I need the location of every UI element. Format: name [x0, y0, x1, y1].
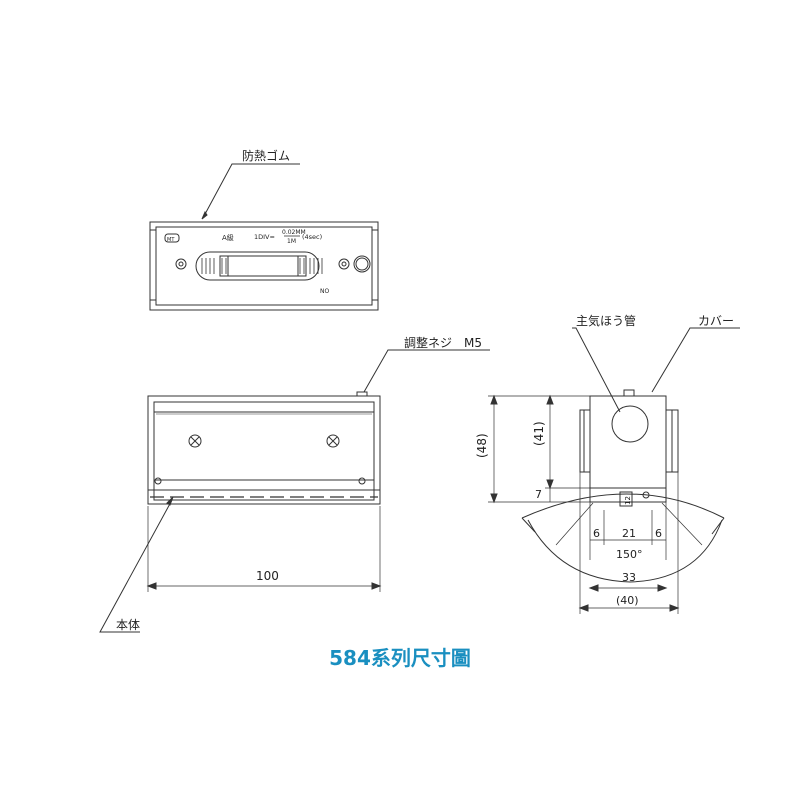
face-division-prefix: 1DIV=	[254, 233, 275, 241]
side-view	[521, 389, 725, 583]
dim-center-width: 21	[622, 527, 636, 540]
dim-angle: 150°	[616, 548, 643, 561]
dim-cover-width: (40)	[616, 594, 639, 607]
face-division-den: 1M	[287, 238, 296, 245]
face-no: NO	[320, 288, 329, 295]
face-division-num: 0.02MM	[282, 229, 306, 236]
label-cover: カバー	[698, 314, 734, 328]
front-view	[147, 391, 381, 505]
top-view	[149, 221, 379, 311]
dim-height-cover: (41)	[532, 421, 546, 446]
face-logo: MT	[167, 237, 175, 243]
dim-right-margin: 6	[655, 527, 662, 540]
dim-height-total: (48)	[475, 433, 489, 458]
dim-left-margin: 6	[593, 527, 600, 540]
label-body: 本体	[116, 618, 140, 632]
label-heat-rubber: 防熱ゴム	[242, 148, 290, 163]
dim-small: 12	[624, 496, 632, 505]
dim-length: 100	[256, 569, 279, 583]
dim-base-width: 33	[622, 571, 636, 584]
label-adjust-screw: 調整ネジ M5	[404, 335, 482, 350]
face-division-sec: (4sec)	[302, 233, 322, 241]
face-grade: A級	[222, 233, 234, 242]
label-vial: 主気ほう管	[576, 313, 636, 328]
dim-base-height: 7	[535, 488, 542, 501]
drawing-caption: 584系列尺寸圖	[329, 646, 471, 670]
